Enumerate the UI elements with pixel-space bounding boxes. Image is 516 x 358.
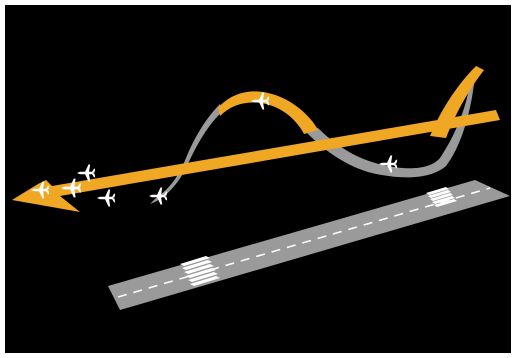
black-background-panel <box>5 5 511 353</box>
